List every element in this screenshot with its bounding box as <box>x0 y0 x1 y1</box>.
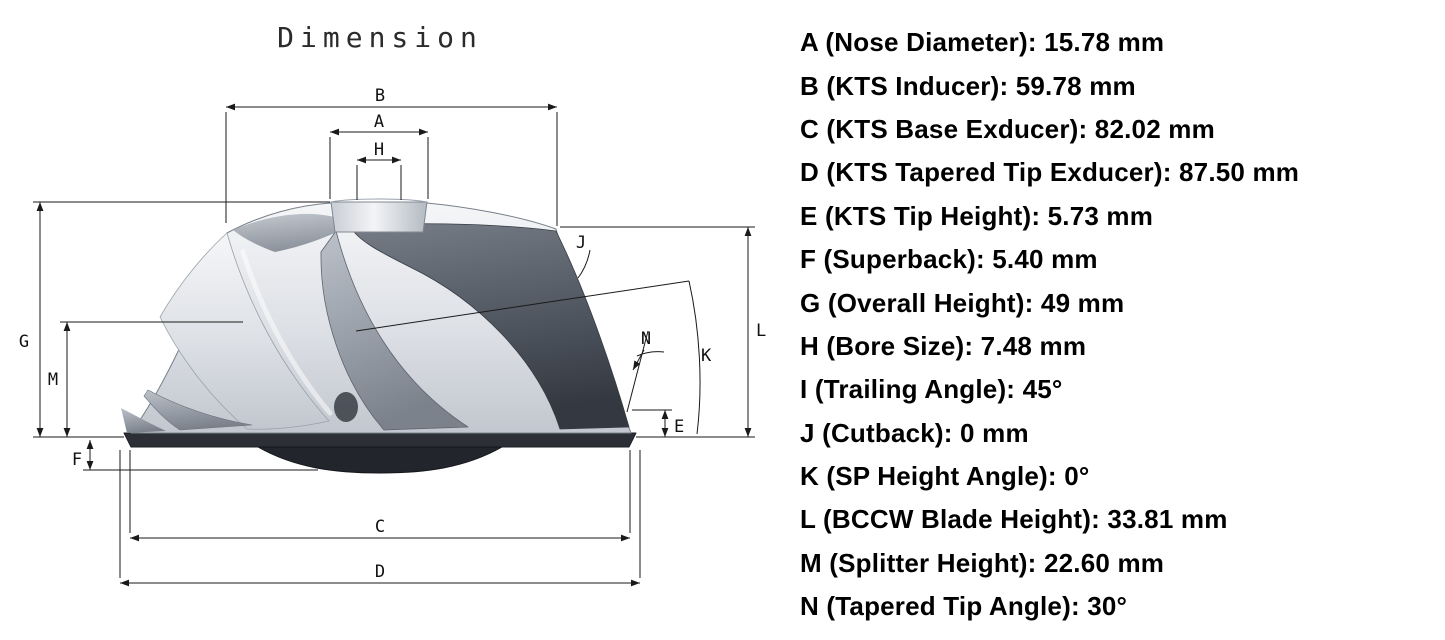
dim-label-J: J <box>576 233 586 253</box>
dim-label-N: N <box>641 329 651 349</box>
impeller-right-blade <box>349 223 630 430</box>
impeller-left-tip-blade <box>121 408 166 433</box>
spec-list: A (Nose Diameter): 15.78 mm B (KTS Induc… <box>800 21 1440 628</box>
impeller-base-plate <box>123 432 637 448</box>
impeller-nose-top-edge <box>330 198 428 203</box>
angle-arc-N <box>636 351 665 357</box>
impeller-drawing <box>121 198 637 474</box>
impeller-hub <box>334 392 358 422</box>
diagram-title: Dimension <box>277 21 483 54</box>
dim-label-K: K <box>701 346 712 366</box>
dim-label-B: B <box>375 86 385 106</box>
spec-line-H: H (Bore Size): 7.48 mm <box>800 330 1087 361</box>
impeller-highlight <box>240 249 333 416</box>
impeller-center-blade <box>320 230 469 431</box>
dim-label-E: E <box>674 417 684 437</box>
dim-label-M: M <box>48 370 58 390</box>
spec-line-M: M (Splitter Height): 22.60 mm <box>800 547 1165 578</box>
spec-line-G: G (Overall Height): 49 mm <box>800 287 1125 318</box>
spec-line-C: C (KTS Base Exducer): 82.02 mm <box>800 113 1215 144</box>
dimension-diagram: Dimension <box>19 21 766 587</box>
dim-label-A: A <box>374 112 384 132</box>
spec-line-L: L (BCCW Blade Height): 33.81 mm <box>800 504 1228 535</box>
dim-label-L: L <box>756 321 766 341</box>
spec-line-B: B (KTS Inducer): 59.78 mm <box>800 70 1136 101</box>
impeller-superback <box>257 446 503 474</box>
angle-curve-K <box>688 280 701 435</box>
dim-label-H: H <box>374 140 384 160</box>
impeller-nose <box>330 201 428 233</box>
spec-line-F: F (Superback): 5.40 mm <box>800 244 1098 275</box>
impeller-top-blade <box>233 213 352 252</box>
impeller-left-blade <box>159 232 330 430</box>
spec-line-N: N (Tapered Tip Angle): 30° <box>800 591 1128 622</box>
dimension-lines <box>33 103 755 587</box>
dimension-labels: B A H G M F C D E L K N J <box>19 86 766 582</box>
spec-line-E: E (KTS Tip Height): 5.73 mm <box>800 200 1154 231</box>
taper-reference-line <box>355 280 690 332</box>
dim-label-C: C <box>375 517 385 537</box>
dim-label-D: D <box>375 562 385 582</box>
spec-line-A: A (Nose Diameter): 15.78 mm <box>800 27 1165 58</box>
spec-line-I: I (Trailing Angle): 45° <box>800 374 1063 405</box>
spec-line-J: J (Cutback): 0 mm <box>800 417 1029 448</box>
spec-line-D: D (KTS Tapered Tip Exducer): 87.50 mm <box>800 157 1300 188</box>
angle-line-N <box>626 330 649 413</box>
impeller-splitter-blade <box>143 389 253 431</box>
dim-label-F: F <box>72 450 82 470</box>
angle-pointer-N <box>632 349 645 371</box>
angle-mark-J <box>577 249 591 279</box>
spec-line-K: K (SP Height Angle): 0° <box>800 461 1090 492</box>
dim-label-G: G <box>19 332 29 352</box>
